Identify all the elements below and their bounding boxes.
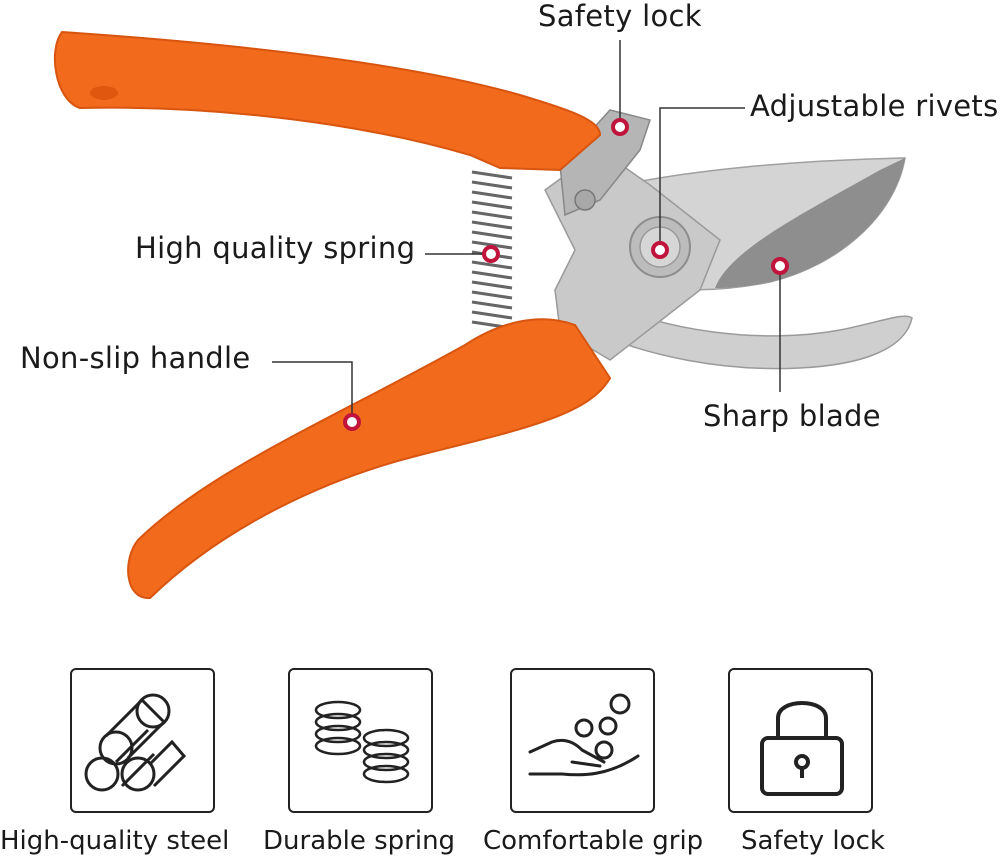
- lower-blade: [599, 298, 913, 370]
- callout-blade: Sharp blade: [703, 399, 881, 433]
- callout-safety-lock: Safety lock: [538, 0, 702, 33]
- callout-spring: High quality spring: [135, 231, 416, 265]
- callout-handle: Non-slip handle: [20, 341, 251, 375]
- feature-steel: [70, 668, 215, 813]
- feature-lock: [728, 668, 873, 813]
- marker-safety-lock: [611, 118, 629, 136]
- marker-spring: [482, 245, 500, 263]
- marker-handle: [343, 413, 361, 431]
- callout-adjustable-rivets: Adjustable rivets: [750, 89, 999, 123]
- lock-lever: [559, 109, 651, 217]
- feature-label-steel: High-quality steel: [0, 826, 230, 856]
- lower-handle: [127, 318, 612, 600]
- marker-blade: [771, 257, 789, 275]
- callout-lines: [272, 40, 781, 422]
- steel-bars-icon: [84, 693, 187, 792]
- blade-edge: [715, 158, 905, 288]
- padlock-icon: [760, 701, 844, 796]
- marker-rivet: [651, 241, 669, 259]
- feature-label-spring: Durable spring: [263, 826, 456, 856]
- feature-label-grip: Comfortable grip: [483, 826, 704, 856]
- pruning-shears-illustration: [53, 30, 913, 600]
- hand-icon: [528, 693, 640, 777]
- feature-label-lock: Safety lock: [741, 826, 885, 856]
- spring-icon: [314, 700, 410, 784]
- feature-grip: [510, 668, 655, 813]
- upper-handle: [53, 30, 602, 172]
- callout-markers: [343, 118, 789, 431]
- feature-spring: [288, 668, 433, 813]
